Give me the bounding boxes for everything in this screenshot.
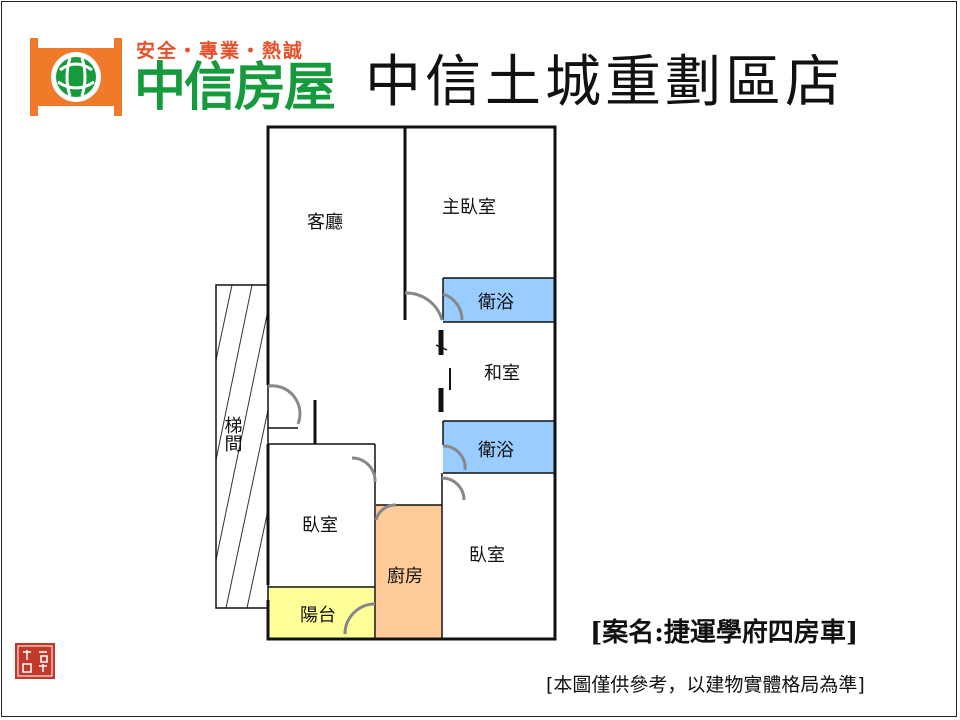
room-label-living: 客廳 <box>307 212 343 233</box>
brand-logo-icon <box>30 38 122 116</box>
brand-name: 中信房屋 <box>134 58 336 118</box>
room-label-master-bedroom: 主臥室 <box>442 197 496 218</box>
room-label-bedroom-left: 臥室 <box>302 515 338 536</box>
disclaimer: [本圖僅供參考，以建物實體格局為準] <box>546 674 865 696</box>
bath-2-fill <box>443 421 555 473</box>
brand-slogan: 安全・專業・熱誠 <box>136 40 305 62</box>
branch-name: 中信土城重劃區店 <box>365 50 845 115</box>
sliding-door <box>435 330 451 412</box>
outer-walls <box>266 125 557 641</box>
room-label-kitchen: 廚房 <box>387 565 423 587</box>
room-label-bath-1: 衛浴 <box>478 292 514 313</box>
balcony-fill <box>268 587 375 639</box>
seal-stamp-icon <box>15 643 55 679</box>
kitchen-fill <box>376 505 442 639</box>
room-label-balcony: 陽台 <box>300 605 336 626</box>
room-label-japanese-room: 和室 <box>484 363 520 384</box>
room-label-stairwell: 梯間 <box>222 416 243 453</box>
case-name: [案名:捷運學府四房車] <box>590 618 859 648</box>
door-swings <box>267 291 467 635</box>
stairwell-hatch <box>215 284 269 609</box>
room-label-bedroom-right: 臥室 <box>469 545 505 566</box>
room-label-bath-2: 衛浴 <box>478 440 514 461</box>
